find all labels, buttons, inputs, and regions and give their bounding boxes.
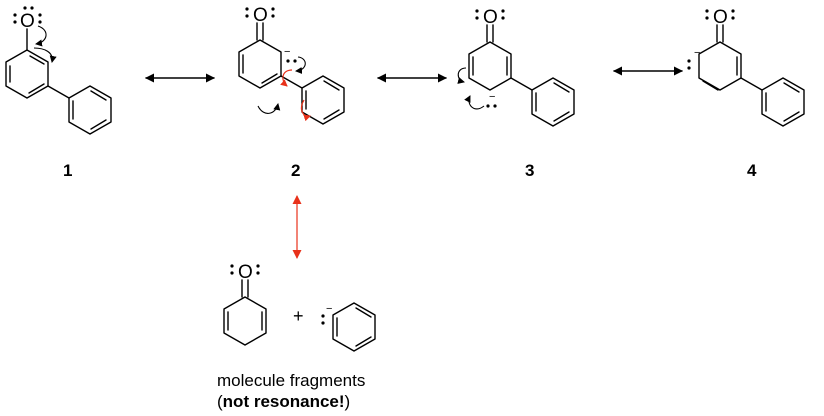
caption-line-2: (not resonance!) — [217, 392, 350, 411]
structure-3-biaryl-bond — [510, 77, 533, 91]
structure-3-ring-a — [468, 41, 512, 91]
label-3: 3 — [525, 161, 534, 180]
fragment-cyclohexadienone: O — [223, 262, 267, 346]
structure-1-arrow-lone-pair — [35, 25, 47, 47]
structure-2-ring-a — [238, 39, 282, 89]
caption-open-paren: ( — [217, 392, 223, 411]
caption-close-paren: ) — [345, 392, 351, 411]
structure-2-oxygen: O — [253, 5, 268, 26]
structure-2: O − 2 — [238, 5, 345, 180]
structure-3-negative-charge: − — [489, 91, 495, 103]
structure-1-ring-b — [68, 85, 112, 135]
structure-2-anion-lone-pair — [286, 59, 297, 63]
caption-line-1: molecule fragments — [217, 371, 365, 390]
fragment-oxygen: O — [238, 262, 253, 283]
structure-2-arrow-red-ring — [300, 99, 311, 122]
structure-4-ring-a — [698, 41, 742, 91]
structure-2-arrow-lone-pair — [295, 56, 306, 74]
structure-3-lone-pairs — [475, 9, 505, 20]
structure-4-ring-b — [761, 77, 805, 127]
label-2: 2 — [291, 161, 300, 180]
caption-bold: not resonance! — [223, 392, 345, 411]
structure-2-arrow-red-bond-break — [280, 69, 293, 87]
structure-4-anion-lone-pair — [687, 59, 691, 70]
structure-4: O − 4 — [687, 7, 805, 180]
structure-3-arrow-lone-pair — [464, 95, 485, 110]
label-1: 1 — [63, 161, 72, 180]
structure-3-oxygen: O — [483, 7, 498, 28]
structure-2-arrow-pi-shift — [257, 103, 281, 114]
plus-sign: + — [293, 306, 304, 326]
structure-4-oxygen: O — [713, 7, 728, 28]
structure-2-biaryl-bond — [280, 75, 303, 89]
fragment-negative-charge: − — [326, 303, 332, 315]
structure-1-lone-pairs — [13, 6, 42, 24]
structure-2-lone-pairs — [245, 7, 275, 18]
label-4: 4 — [747, 161, 757, 180]
structure-4-negative-charge: − — [694, 47, 700, 59]
structure-3: O − 3 — [457, 7, 575, 180]
structure-2-negative-charge: − — [284, 46, 290, 58]
structure-3-anion-lone-pair — [486, 104, 497, 108]
structure-3-ring-b — [531, 77, 575, 127]
structure-1-biaryl-bond — [47, 85, 70, 99]
structure-1: O 1 — [5, 6, 112, 180]
structure-4-biaryl-bond — [740, 77, 763, 91]
structure-4-lone-pairs — [705, 9, 735, 20]
structure-1-ring-a — [5, 49, 49, 99]
structure-3-arrow-pi-shift — [457, 67, 467, 84]
fragment-phenyl-anion: − — [321, 302, 376, 352]
structure-1-arrow-pi-bond — [33, 47, 57, 63]
structure-1-oxygen: O — [20, 11, 35, 32]
